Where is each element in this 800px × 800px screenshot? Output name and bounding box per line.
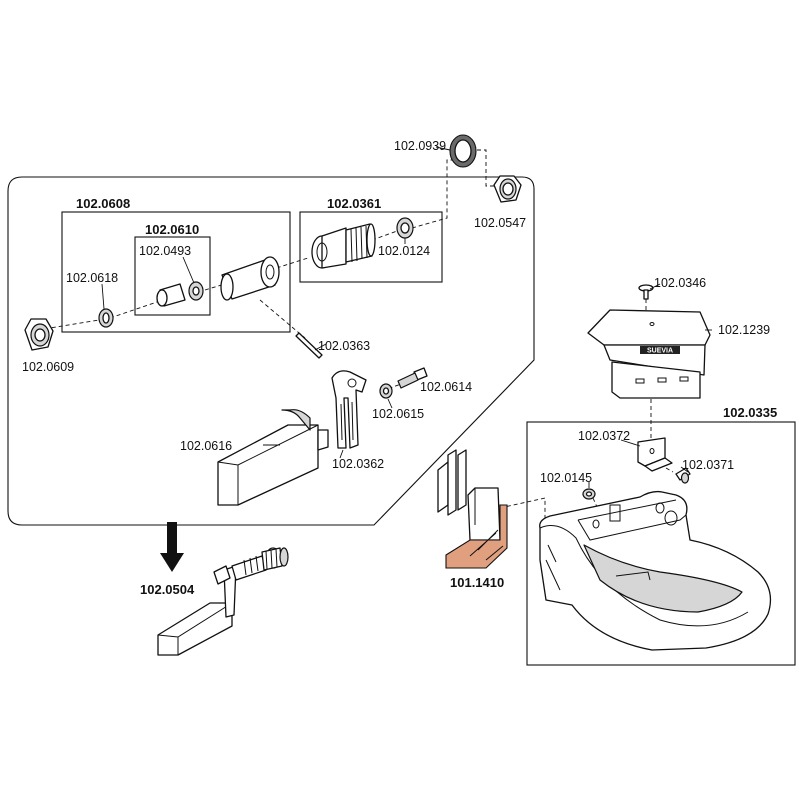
label-valve-cartridge: 102.0610 bbox=[145, 222, 199, 237]
label-screw-top: 102.0346 bbox=[654, 276, 706, 290]
screw-top-part bbox=[638, 284, 654, 300]
drinking-bowl-frame bbox=[526, 421, 796, 666]
complete-valve-part bbox=[157, 547, 289, 656]
label-sealing-ring: 102.0124 bbox=[378, 244, 430, 258]
label-pin: 102.0363 bbox=[318, 339, 370, 353]
gasket-part bbox=[449, 134, 477, 168]
pin-part bbox=[295, 332, 323, 359]
inlet-fitting-frame bbox=[299, 211, 443, 283]
o-ring-part bbox=[98, 308, 114, 328]
label-lever: 102.0362 bbox=[332, 457, 384, 471]
label-drinking-bowl: 102.0335 bbox=[723, 405, 777, 420]
arrow-down-icon bbox=[160, 522, 184, 572]
label-washer: 102.0615 bbox=[372, 407, 424, 421]
leader-lines bbox=[101, 146, 712, 488]
label-nut-left: 102.0609 bbox=[22, 360, 74, 374]
label-o-ring: 102.0618 bbox=[66, 271, 118, 285]
label-inlet-fitting: 102.0361 bbox=[327, 196, 381, 211]
drinking-bowl-part bbox=[539, 490, 772, 651]
valve-cartridge-frame bbox=[134, 236, 211, 316]
label-complete-valve: 102.0504 bbox=[140, 582, 195, 597]
nut-left-part bbox=[24, 318, 54, 351]
cover-part: SUEVIA bbox=[587, 309, 711, 399]
label-nut-top: 102.0547 bbox=[474, 216, 526, 230]
bracket-part bbox=[637, 437, 673, 472]
sealing-ring-part bbox=[396, 217, 414, 239]
inlet-fitting-part bbox=[311, 223, 376, 269]
label-screw-bracket: 102.0371 bbox=[682, 458, 734, 472]
bolt-part bbox=[397, 367, 428, 389]
label-bracket: 102.0372 bbox=[578, 429, 630, 443]
washer-part bbox=[379, 383, 393, 399]
label-nozzle: 102.0493 bbox=[139, 244, 191, 258]
paddle-part bbox=[217, 409, 329, 506]
label-plug: 102.0145 bbox=[540, 471, 592, 485]
brand-mark: SUEVIA bbox=[647, 348, 673, 355]
screw-bracket-part bbox=[675, 467, 691, 484]
part-labels: 102.0939 102.0547 102.0124 102.0493 102.… bbox=[22, 139, 770, 485]
label-cover: 102.1239 bbox=[718, 323, 770, 337]
label-bolt: 102.0614 bbox=[420, 380, 472, 394]
nozzle-part bbox=[156, 281, 204, 307]
label-valve-assembly: 102.0608 bbox=[76, 196, 130, 211]
label-paddle: 102.0616 bbox=[180, 439, 232, 453]
valve-body-part bbox=[220, 256, 280, 301]
label-heating-element: 101.1410 bbox=[450, 575, 504, 590]
valve-assembly-inner-frame bbox=[61, 211, 291, 333]
valve-assembly-frame bbox=[7, 176, 535, 526]
lever-part bbox=[331, 370, 367, 449]
nut-top-part bbox=[493, 175, 522, 203]
assembly-labels: 102.0608 102.0610 102.0361 102.0504 102.… bbox=[76, 196, 777, 597]
heating-element-part bbox=[437, 449, 508, 569]
plug-part bbox=[582, 488, 596, 500]
label-gasket: 102.0939 bbox=[394, 139, 446, 153]
